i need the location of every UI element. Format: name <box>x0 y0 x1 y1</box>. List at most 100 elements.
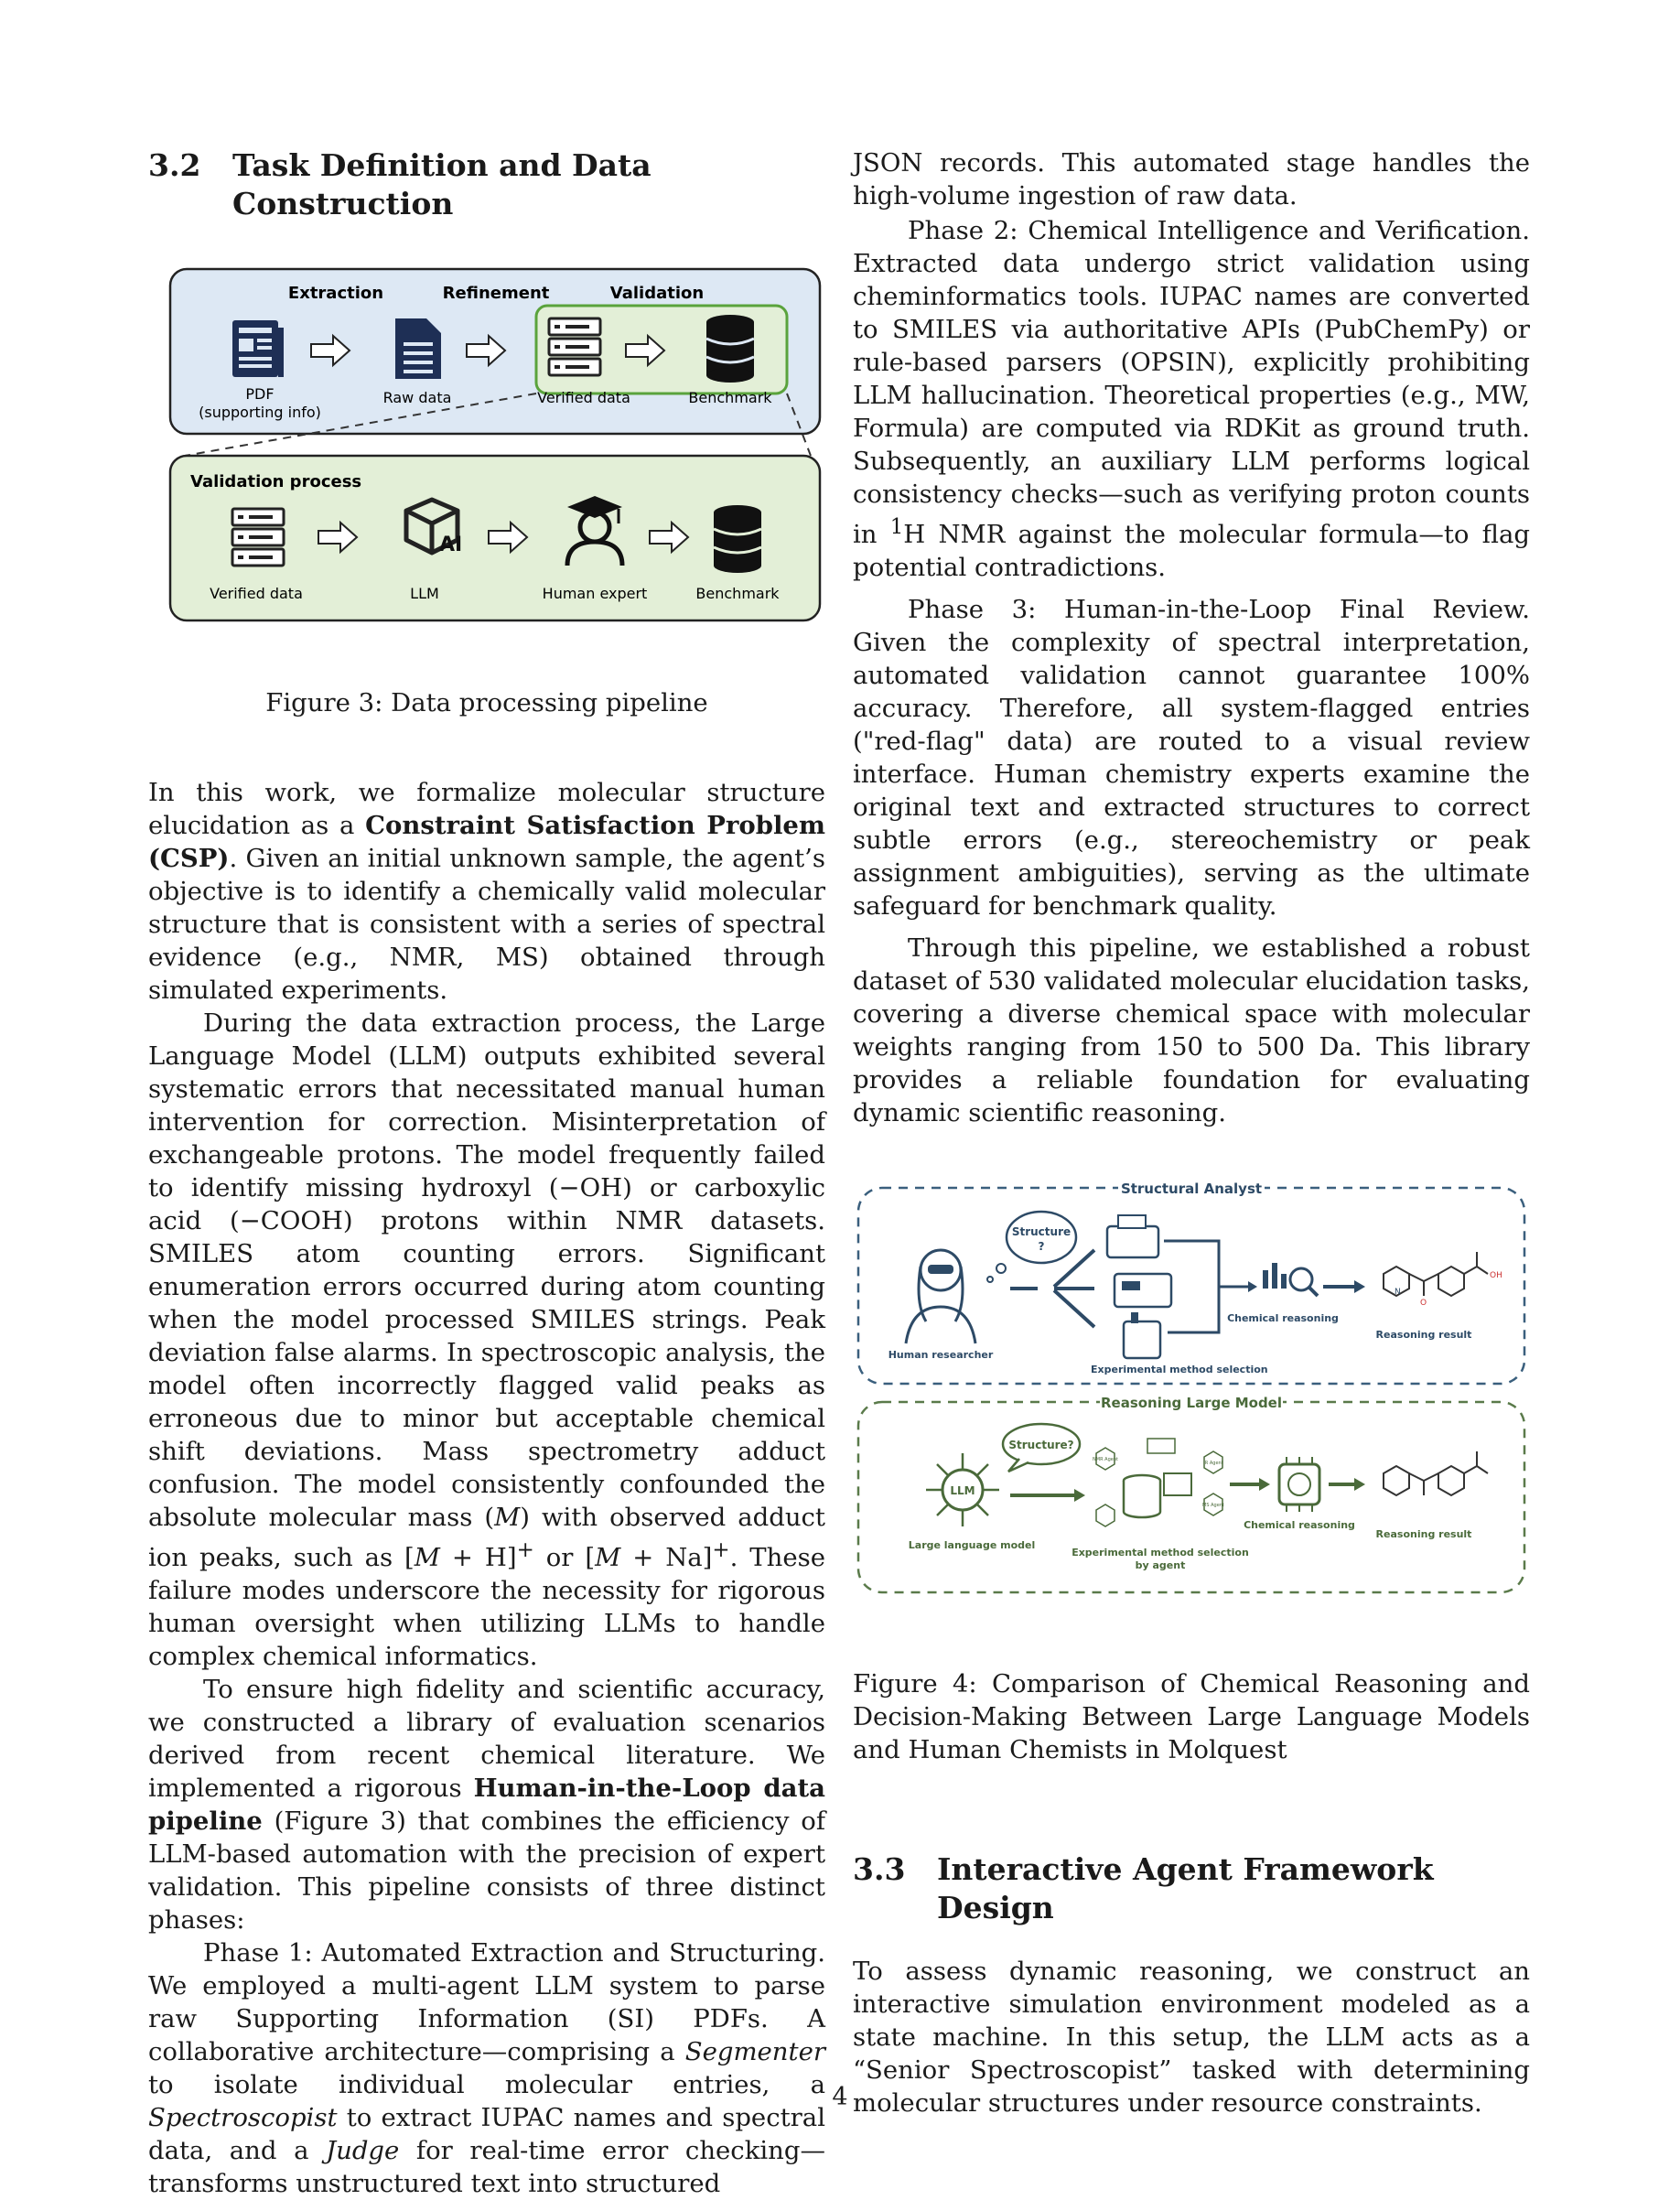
database-icon <box>713 505 762 573</box>
agent-cluster-icon <box>1095 1438 1223 1528</box>
human-expert-label: Human expert <box>543 585 648 602</box>
structural-analyst-panel <box>856 1186 1526 1386</box>
benchmark-label: Benchmark <box>688 389 772 406</box>
exp-selection-agent-label-2: by agent <box>1136 1559 1186 1571</box>
segmenter-term: Segmenter <box>684 2037 825 2067</box>
text-span: to extract IUPAC names and spectral data… <box>148 2103 825 2166</box>
paragraph-hitl: To ensure high fidelity and scientific a… <box>148 1673 825 1936</box>
arrow-icon <box>1248 1281 1257 1293</box>
top-bubble-question: ? <box>1039 1240 1045 1253</box>
llm-icon-text: LLM <box>950 1484 975 1497</box>
math-symbol: M <box>494 1503 521 1532</box>
text-span: ) with observed adduct ion peaks, such a… <box>148 1503 825 1573</box>
chemical-reasoning-label: Chemical reasoning <box>1227 1312 1339 1324</box>
bottom-verified-data-label: Verified data <box>210 585 303 602</box>
document-icon <box>395 318 441 379</box>
raw-data-label: Raw data <box>383 389 452 406</box>
text-span: Phase 2: Chemical Intelligence and Verif… <box>853 216 1530 550</box>
arrow-icon <box>1052 1289 1096 1329</box>
paragraph-pipeline-summary: Through this pipeline, we established a … <box>853 933 1530 1128</box>
arrow-icon <box>318 520 359 555</box>
figure-4-diagram: Structural Analyst Human researcher Stru… <box>856 1179 1526 1594</box>
stage-label-refinement: Refinement <box>443 284 550 303</box>
zoom-connector-left <box>184 393 537 457</box>
atom-oh: OH <box>1490 1271 1502 1280</box>
figure-3-diagram: Extraction Refinement Validation PDF (su… <box>168 267 822 622</box>
arrow-icon <box>1259 1478 1270 1492</box>
text-span: . Given an initial unknown sample, the a… <box>148 844 825 1005</box>
molecule-structure-icon <box>1383 1252 1489 1298</box>
text-span: To ensure high fidelity and scientific a… <box>148 1675 825 1804</box>
judge-term: Judge <box>326 2136 400 2166</box>
ai-chip-icon <box>1277 1457 1321 1513</box>
section-title: Interactive Agent Framework Design <box>937 1851 1434 1926</box>
molecule-structure-icon <box>1383 1451 1489 1497</box>
figure-3: Extraction Refinement Validation PDF (su… <box>148 260 825 719</box>
ir-agent-label: IR Agent <box>1203 1461 1222 1466</box>
nmr-agent-label: NMR Agent <box>1093 1457 1118 1462</box>
paragraph-phase-2: Phase 2: Chemical Intelligence and Verif… <box>853 214 1530 584</box>
section-number: 3.3 <box>853 1851 906 1888</box>
verified-data-label: Verified data <box>537 389 630 406</box>
text-span: During the data extraction process, the … <box>148 1008 825 1532</box>
page-number: 4 <box>832 2083 848 2111</box>
arrow-icon <box>1354 1478 1365 1492</box>
stage-label-validation: Validation <box>610 284 704 303</box>
llm-circuit-icon <box>926 1453 999 1527</box>
pdf-label: PDF <box>245 385 274 403</box>
bottom-benchmark-label: Benchmark <box>695 585 780 602</box>
text-span: (Figure 3) that combines the efficiency … <box>148 1806 825 1936</box>
section-heading-3-3: 3.3 Interactive Agent Framework Design <box>853 1850 1530 1927</box>
text-span: or [ <box>533 1543 596 1573</box>
paragraph-llm-errors: During the data extraction process, the … <box>148 1007 825 1673</box>
analysis-chart-icon <box>1263 1263 1319 1298</box>
arrow-icon <box>488 520 529 555</box>
pdf-sublabel: (supporting info) <box>199 404 321 421</box>
text-span: H NMR against the molecular formula—to f… <box>853 520 1530 583</box>
server-icon <box>547 317 602 377</box>
math-symbol: M <box>595 1543 621 1573</box>
left-column: 3.2 Task Definition and Data Constructio… <box>148 146 825 2200</box>
bottom-bubble-text: Structure? <box>1008 1439 1073 1451</box>
section-number: 3.2 <box>148 147 201 183</box>
top-bubble-text: Structure <box>1012 1225 1071 1238</box>
arrow-icon <box>649 520 690 555</box>
math-symbol: M <box>414 1543 440 1573</box>
database-icon <box>705 315 755 383</box>
paragraph-json-records: JSON records. This automated stage handl… <box>853 148 1530 210</box>
figure-4: Structural Analyst Human researcher Stru… <box>853 1179 1530 1766</box>
server-icon <box>231 507 285 567</box>
text-span: + Na] <box>620 1543 713 1573</box>
reasoning-result-label-2: Reasoning result <box>1376 1528 1472 1540</box>
speech-bubble-icon <box>1001 1422 1082 1473</box>
arrow-icon <box>1052 1248 1096 1289</box>
zoom-connector-right <box>786 393 812 457</box>
figure-3-caption: Figure 3: Data processing pipeline <box>265 688 708 717</box>
reasoning-model-title: Reasoning Large Model <box>1101 1395 1282 1411</box>
superscript: 1 <box>889 515 904 539</box>
arrow-icon <box>1074 1489 1085 1503</box>
reasoning-result-label: Reasoning result <box>1376 1329 1472 1341</box>
arrow-icon <box>1354 1280 1365 1294</box>
atom-n: N <box>1395 1288 1401 1297</box>
csp-term: Constraint Satisfaction Problem (CSP) <box>148 811 826 873</box>
arrow-icon <box>466 333 507 368</box>
validation-process-title: Validation process <box>190 472 361 491</box>
thought-bubble-icon <box>986 1210 1078 1284</box>
text-span: + H] <box>439 1543 517 1573</box>
exp-selection-agent-label-1: Experimental method selection <box>1072 1547 1249 1558</box>
paragraph-agent-framework: To assess dynamic reasoning, we construc… <box>853 1957 1530 2119</box>
paragraph-phase-3: Phase 3: Human-in-the-Loop Final Review.… <box>853 595 1530 922</box>
ms-agent-label: MS Agent <box>1202 1503 1224 1508</box>
ai-text: AI <box>439 534 462 556</box>
arrow-icon <box>310 333 351 368</box>
hitl-term: Human-in-the-Loop data pipeline <box>148 1774 825 1837</box>
chemical-reasoning-label-2: Chemical reasoning <box>1244 1519 1355 1531</box>
superscript: + <box>516 1538 534 1562</box>
reasoning-model-panel <box>856 1400 1526 1594</box>
pdf-icon <box>232 320 284 377</box>
atom-o: O <box>1420 1299 1427 1308</box>
human-expert-icon <box>565 496 625 566</box>
arrow-icon <box>625 333 666 368</box>
text-span: In this work, we formalize molecular str… <box>148 778 825 840</box>
